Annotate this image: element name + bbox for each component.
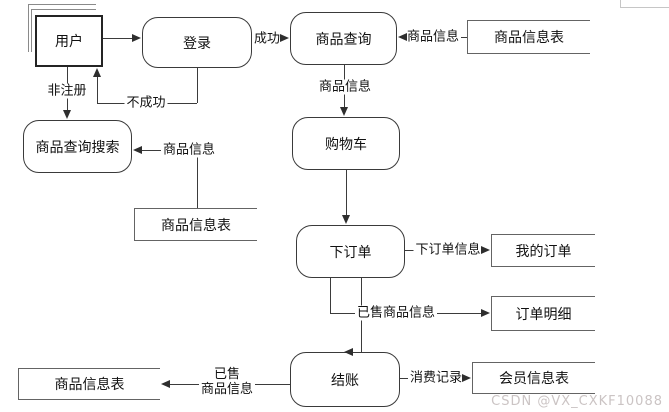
arrow-into-user-icon: [92, 68, 101, 77]
csdn-watermark: CSDN @VX_CXKF10088: [491, 394, 663, 409]
edge-order-detail-down: [330, 278, 331, 313]
arrow-into-table-bottom-icon: [161, 379, 170, 388]
arrow-into-order-icon: [341, 215, 350, 224]
edge-label-product-info-query-cart: 商品信息: [316, 79, 374, 95]
arrow-into-login-icon: [132, 33, 141, 42]
edge-fail-up: [97, 76, 98, 103]
edge-label-sold-line1: 已售: [213, 367, 241, 382]
edge-label-product-info-mid: 商品信息: [160, 142, 218, 158]
store-product-info-table-top: 商品信息表: [467, 20, 590, 54]
arrow-into-search-icon: [62, 110, 71, 119]
edge-label-product-info-top: 商品信息: [404, 29, 462, 45]
store-product-info-table-bottom: 商品信息表: [18, 368, 160, 400]
user-stack-corner-inner: [31, 9, 96, 52]
edge-fail-down: [197, 68, 198, 103]
store-my-orders: 我的订单: [491, 234, 595, 267]
arrow-into-search-right-icon: [133, 145, 142, 154]
arrow-into-detail-icon: [481, 308, 490, 317]
edge-label-sold-line2: 商品信息: [200, 382, 254, 397]
store-product-info-table-mid: 商品信息表: [134, 208, 257, 241]
process-product-query: 商品查询: [290, 12, 397, 65]
process-cart: 购物车: [292, 117, 400, 170]
edge-label-fail: 不成功: [124, 95, 168, 111]
edge-table-search-riser: [197, 152, 198, 208]
arrow-into-cart-icon: [339, 107, 348, 116]
process-login: 登录: [142, 17, 252, 68]
arrow-into-myorders-icon: [481, 245, 490, 254]
edge-label-success: 成功: [251, 31, 283, 47]
edge-label-order-info: 下订单信息: [413, 242, 483, 258]
arrow-into-checkout-icon: [344, 347, 353, 356]
edge-user-login: [103, 38, 133, 39]
edge-label-consumption-record: 消费记录: [407, 370, 465, 386]
edge-label-sold-two-line: 已售 商品信息: [198, 367, 256, 397]
process-checkout: 结账: [290, 352, 400, 407]
process-product-search: 商品查询搜索: [23, 120, 132, 173]
entity-user: 用户: [35, 15, 103, 67]
edge-cart-order: [346, 170, 347, 217]
arrow-into-query-icon: [280, 33, 289, 42]
user-stack-corner-outer: [28, 4, 96, 52]
clipped-box-fragment-horizontal: [620, 7, 669, 8]
arrow-into-query-right-icon: [398, 32, 407, 41]
clipped-box-fragment-vertical: [620, 0, 621, 8]
arrow-into-member-icon: [462, 373, 471, 382]
store-member-info-table: 会员信息表: [472, 362, 595, 394]
edge-label-unregistered: 非注册: [45, 83, 89, 99]
process-place-order: 下订单: [296, 225, 405, 278]
store-order-detail: 订单明细: [491, 296, 595, 331]
edge-label-sold-product-info: 已售商品信息: [354, 305, 438, 321]
